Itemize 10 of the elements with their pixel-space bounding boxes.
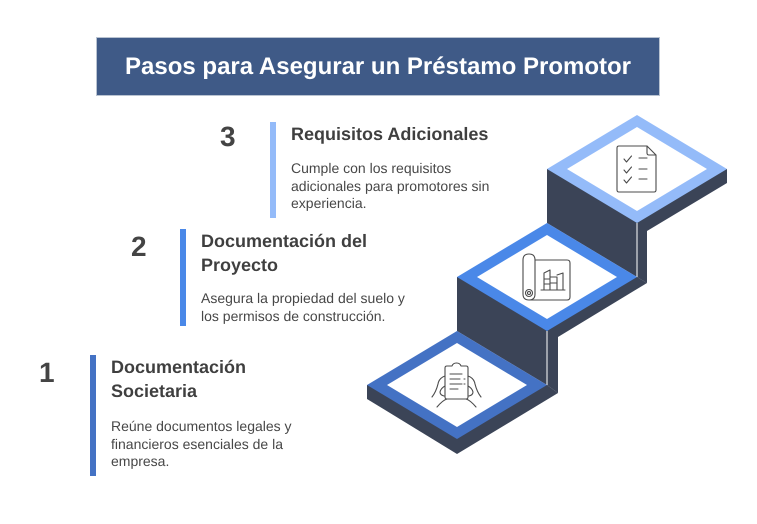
step-number: 2 <box>131 233 147 261</box>
title-banner: Pasos para Asegurar un Préstamo Promotor <box>96 37 660 96</box>
step-description: Reúne documentos legales y financieros esenciales de la empresa. <box>111 418 293 470</box>
step-heading: Requisitos Adicionales <box>291 123 490 146</box>
step-heading: Documentación del Proyecto <box>201 230 368 277</box>
step-description: Cumple con los requisitos adicionales para promotores sin experiencia. <box>291 160 490 212</box>
step-number: 1 <box>39 359 55 387</box>
step-description: Asegura la propiedad del suelo y los permisos de construcción. <box>201 290 406 325</box>
step-heading: Documentación Societaria <box>111 356 248 403</box>
step-number: 3 <box>220 123 236 151</box>
